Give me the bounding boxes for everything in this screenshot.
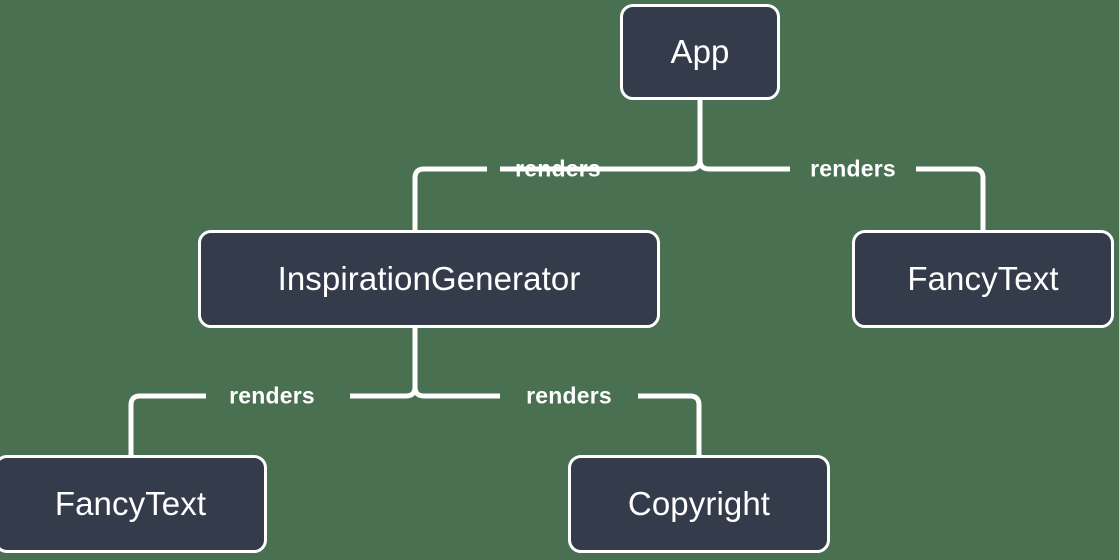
node-copyright-label: Copyright: [627, 485, 771, 522]
node-fancytext-right[interactable]: FancyText: [852, 230, 1114, 328]
edge-label-app-to-inspiration: renders: [515, 155, 601, 182]
edge-label-app-to-fancytext: renders: [810, 155, 896, 182]
edge-label-inspiration-to-fancytext: renders: [229, 382, 315, 409]
node-fancytext-right-label: FancyText: [907, 260, 1059, 297]
node-app[interactable]: App: [620, 4, 780, 100]
node-app-label: App: [670, 33, 730, 70]
edge-app-to-fancytext-tail: [916, 166, 986, 230]
node-inspiration-generator-label: InspirationGenerator: [277, 260, 581, 297]
edge-inspiration-to-fancytext-tail: [128, 393, 206, 455]
node-copyright[interactable]: Copyright: [568, 455, 830, 553]
node-inspiration-generator[interactable]: InspirationGenerator: [198, 230, 660, 328]
edge-inspiration-to-copyright: [412, 386, 500, 399]
edge-app-to-fancytext: [697, 159, 790, 172]
edge-label-inspiration-to-copyright: renders: [526, 382, 612, 409]
edge-inspiration-to-copyright-tail: [638, 393, 702, 455]
node-fancytext-bottom-label: FancyText: [54, 485, 207, 522]
edge-app-to-inspiration-tail: [412, 166, 487, 230]
edge-inspiration-to-fancytext: [350, 386, 418, 399]
node-fancytext-bottom[interactable]: FancyText: [0, 455, 267, 553]
